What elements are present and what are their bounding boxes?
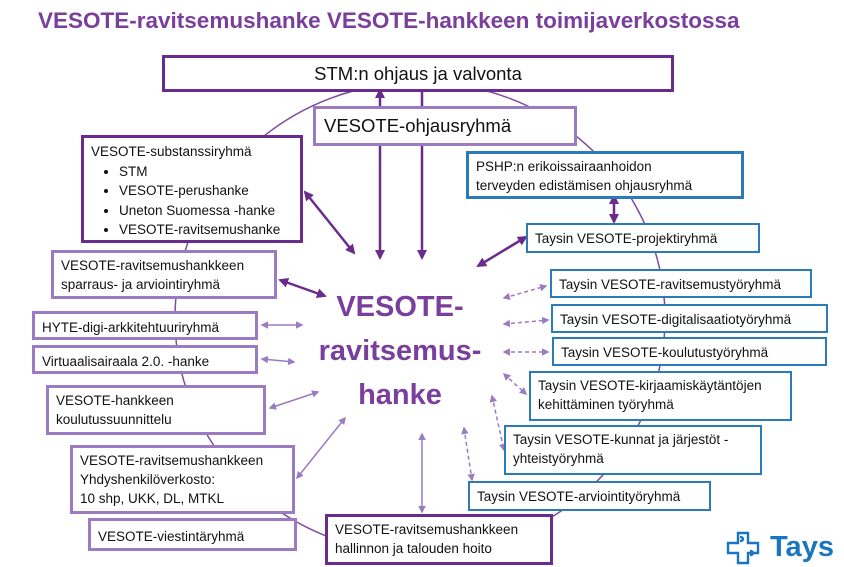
viestinta-label: VESOTE-viestintäryhmä — [98, 529, 245, 544]
tays-cross-logo-icon — [726, 531, 760, 565]
substanssi-item: Uneton Suomessa -hanke — [119, 201, 293, 221]
ravitsemustyo-label: Taysin VESOTE-ravitsemustyöryhmä — [559, 277, 782, 292]
koulutustyo-label: Taysin VESOTE-koulutustyöryhmä — [561, 345, 769, 360]
viestinta-box: VESOTE-viestintäryhmä — [88, 518, 297, 551]
arrow-digitalisaatio — [502, 316, 550, 328]
hallinto-line2: hallinnon ja talouden hoito — [335, 541, 492, 556]
stm-label: STM:n ohjaus ja valvonta — [314, 63, 522, 84]
koulutussuunnittelu-box: VESOTE-hankkeen koulutussuunnittelu — [46, 385, 266, 435]
virtuaali-label: Virtuaalisairaala 2.0. -hanke — [42, 354, 210, 369]
sparraus-line2: sparraus- ja arviointiryhmä — [61, 277, 221, 292]
tays-logo-text: Tays — [770, 531, 834, 563]
kunnat-box: Taysin VESOTE-kunnat ja järjestöt - yhte… — [504, 425, 762, 475]
substanssi-item: VESOTE-perushanke — [119, 181, 293, 201]
center-line1: VESOTE- — [336, 291, 464, 323]
arrow-substanssi — [303, 190, 356, 255]
projektiryhma-box: Taysin VESOTE-projektiryhmä — [526, 223, 760, 253]
hallinto-box: VESOTE-ravitsemushankkeen hallinnon ja t… — [325, 514, 553, 565]
ohjausryhma-label: VESOTE-ohjausryhmä — [324, 115, 512, 136]
kirjaamis-line2: kehittäminen työryhmä — [538, 397, 674, 412]
kirjaamis-line1: Taysin VESOTE-kirjaamiskäytäntöjen — [538, 378, 762, 393]
substanssi-heading: VESOTE-substanssiryhmä — [91, 144, 252, 159]
arrow-kunnat — [489, 394, 507, 452]
pshp-line1: PSHP:n erikoissairaanhoidon — [476, 159, 652, 174]
yhdyshenkilo-line1: VESOTE-ravitsemushankkeen — [80, 453, 264, 468]
sparraus-box: VESOTE-ravitsemushankkeen sparraus- ja a… — [51, 250, 277, 299]
stm-box: STM:n ohjaus ja valvonta — [162, 55, 674, 92]
arviointi-box: Taysin VESOTE-arviointityöryhmä — [468, 481, 711, 511]
ohjausryhma-box: VESOTE-ohjausryhmä — [313, 106, 577, 146]
koulutussuunnittelu-line1: VESOTE-hankkeen — [56, 393, 174, 408]
koulutustyo-box: Taysin VESOTE-koulutustyöryhmä — [552, 337, 827, 366]
arrow-yhdyshenkilo — [296, 416, 346, 480]
kirjaamis-box: Taysin VESOTE-kirjaamiskäytäntöjen kehit… — [529, 371, 792, 421]
pshp-line2: terveyden edistämisen ohjausryhmä — [476, 178, 693, 193]
arrow-arviointi — [461, 426, 475, 482]
pshp-box: PSHP:n erikoissairaanhoidon terveyden ed… — [466, 151, 744, 199]
arrow-kirjaamis — [502, 372, 528, 396]
hyte-label: HYTE-digi-arkkitehtuuriryhmä — [42, 320, 220, 335]
koulutussuunnittelu-line2: koulutussuunnittelu — [56, 412, 172, 427]
substanssi-item: VESOTE-ravitsemushanke — [119, 220, 293, 240]
arrow-koulutussuunnittelu — [268, 390, 320, 410]
arrow-projektiryhma — [476, 235, 528, 268]
page-title: VESOTE-ravitsemushanke VESOTE-hankkeen t… — [38, 8, 740, 33]
projektiryhma-label: Taysin VESOTE-projektiryhmä — [535, 231, 718, 246]
center-label: VESOTE- ravitsemus- hanke — [305, 285, 495, 417]
substanssi-list: STM VESOTE-perushanke Uneton Suomessa -h… — [91, 162, 293, 240]
digitalisaatio-label: Taysin VESOTE-digitalisaatiotyöryhmä — [560, 312, 792, 327]
arrow-virtuaali — [260, 355, 296, 366]
yhdyshenkilo-box: VESOTE-ravitsemushankkeen Yhdyshenkilöve… — [70, 445, 295, 514]
arrow-sparraus — [278, 277, 327, 299]
yhdyshenkilo-line2: Yhdyshenkilöverkosto: — [80, 472, 216, 487]
kunnat-line2: yhteistyöryhmä — [513, 451, 604, 466]
sparraus-line1: VESOTE-ravitsemushankkeen — [61, 258, 245, 273]
hallinto-line1: VESOTE-ravitsemushankkeen — [335, 522, 519, 537]
virtuaali-box: Virtuaalisairaala 2.0. -hanke — [32, 345, 258, 374]
center-line2: ravitsemus- — [318, 335, 482, 367]
substanssi-item: STM — [119, 162, 293, 182]
hyte-box: HYTE-digi-arkkitehtuuriryhmä — [32, 311, 258, 340]
kunnat-line1: Taysin VESOTE-kunnat ja järjestöt - — [513, 432, 729, 447]
substanssi-box: VESOTE-substanssiryhmä STM VESOTE-perush… — [81, 135, 303, 243]
arviointi-label: Taysin VESOTE-arviointityöryhmä — [477, 489, 681, 504]
ravitsemustyo-box: Taysin VESOTE-ravitsemustyöryhmä — [550, 269, 812, 298]
digitalisaatio-box: Taysin VESOTE-digitalisaatiotyöryhmä — [551, 304, 828, 333]
yhdyshenkilo-line3: 10 shp, UKK, DL, MTKL — [80, 491, 225, 506]
arrow-ravitsemustyo — [502, 284, 548, 300]
center-line3: hanke — [358, 379, 442, 411]
